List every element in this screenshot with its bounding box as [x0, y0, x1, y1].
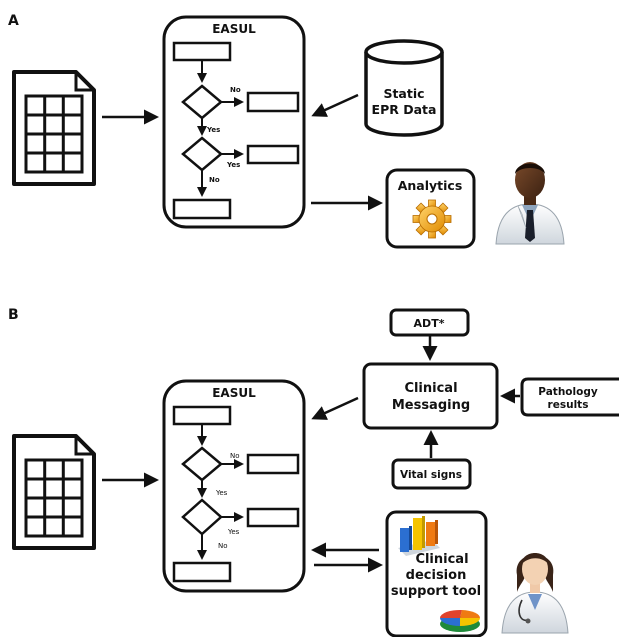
- easul-flowchart-b: [172, 405, 300, 583]
- branch-yes-label-b: Yes: [215, 489, 228, 497]
- easul-container: [162, 15, 306, 229]
- panel-a: A EASUL: [8, 13, 565, 249]
- branch-no-label-2: No: [209, 176, 220, 184]
- easul-container-b: [162, 379, 306, 593]
- gear-icon: [412, 199, 452, 239]
- adt-box: [389, 308, 470, 337]
- cds-label-line2: decision: [406, 568, 467, 583]
- pathology-label-line1: Pathology: [538, 386, 598, 398]
- database-cylinder-icon: [364, 39, 444, 137]
- pie-chart-icon: [439, 609, 481, 632]
- female-doctor-icon: [501, 553, 569, 634]
- bar-chart-icon: [398, 516, 440, 556]
- spreadsheet-document-icon-b: [12, 434, 96, 550]
- messaging-label-line1: Clinical: [404, 381, 457, 396]
- branch-no-label: No: [230, 86, 241, 94]
- arrow-database-to-easul: [311, 93, 359, 117]
- branch-yes-label: Yes: [206, 126, 220, 134]
- branch-no-label-b: No: [230, 452, 240, 460]
- database-label-line1: Static: [383, 86, 424, 101]
- flow-branch-box-1: [246, 91, 300, 113]
- cds-label-line1: Clinical: [415, 552, 468, 567]
- spreadsheet-document-icon: [12, 70, 96, 186]
- branch-yes-label-b-2: Yes: [227, 528, 240, 536]
- easul-flowchart: [172, 41, 300, 220]
- flow-end-box: [172, 198, 232, 220]
- vital-signs-box: [391, 458, 472, 490]
- adt-label: ADT*: [414, 317, 445, 330]
- pathology-results-box: [520, 377, 619, 417]
- panel-b: B EASUL: [8, 307, 619, 637]
- branch-yes-label-2: Yes: [226, 161, 240, 169]
- clinical-messaging-box: [362, 362, 499, 430]
- panel-b-label: B: [8, 307, 19, 323]
- database-label-line2: EPR Data: [372, 102, 437, 117]
- flow-start-box: [172, 41, 232, 62]
- easul-title: EASUL: [212, 22, 256, 36]
- arrow-messaging-to-easul: [311, 396, 359, 420]
- vital-signs-label: Vital signs: [400, 469, 462, 481]
- easul-title-b: EASUL: [212, 386, 256, 400]
- cds-label-line3: support tool: [391, 584, 481, 599]
- analytics-label: Analytics: [398, 178, 463, 193]
- flow-branch-box-2: [246, 144, 300, 165]
- messaging-label-line2: Messaging: [392, 398, 470, 413]
- branch-no-label-b-2: No: [218, 542, 228, 550]
- pathology-label-line2: results: [548, 399, 589, 411]
- male-doctor-icon: [495, 162, 565, 245]
- panel-a-label: A: [8, 13, 19, 29]
